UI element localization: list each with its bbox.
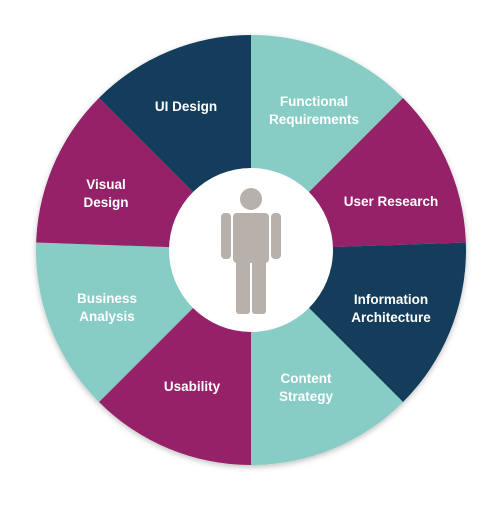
person-icon-part (271, 213, 281, 259)
label-line: Requirements (269, 112, 359, 127)
label-line: Usability (164, 379, 221, 394)
label-ui-design: UI Design (155, 99, 217, 114)
label-line: Visual (86, 177, 126, 192)
person-icon (221, 188, 281, 314)
person-icon-part (233, 213, 269, 263)
label-line: UI Design (155, 99, 217, 114)
label-line: Business (77, 291, 137, 306)
label-line: Information (354, 292, 428, 307)
label-line: Strategy (279, 389, 334, 404)
label-line: Architecture (351, 310, 431, 325)
label-line: User Research (344, 194, 439, 209)
label-line: Design (83, 195, 128, 210)
person-icon-part (240, 188, 262, 210)
label-user-research: User Research (344, 194, 439, 209)
person-icon-part (252, 256, 266, 314)
label-line: Content (281, 371, 332, 386)
label-line: Analysis (79, 309, 135, 324)
label-line: Functional (280, 94, 348, 109)
person-icon-part (236, 256, 250, 314)
label-usability: Usability (164, 379, 221, 394)
person-icon-part (221, 213, 231, 259)
